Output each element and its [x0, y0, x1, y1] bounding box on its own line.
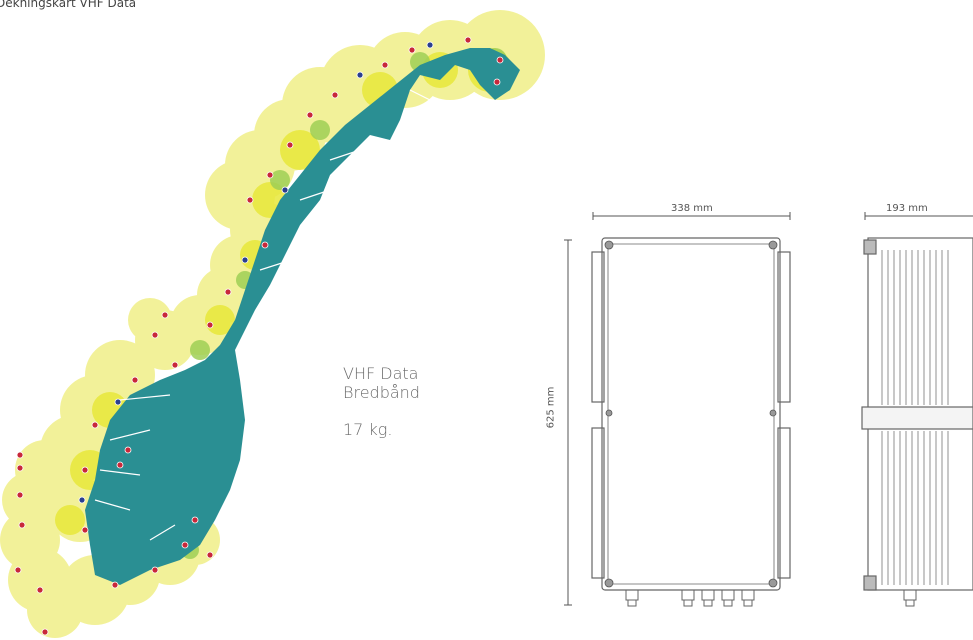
front-view	[591, 237, 791, 591]
side-view-fins	[881, 250, 949, 585]
front-view-bolts	[604, 240, 778, 588]
front-view-connectors	[625, 589, 755, 607]
product-info: VHF Data Bredbånd 17 kg.	[343, 364, 420, 439]
map-title: Dekningskart VHF Data	[0, 0, 137, 10]
width-dimension-line	[592, 212, 791, 220]
product-weight: 17 kg.	[343, 420, 393, 439]
depth-dimension-line	[864, 212, 973, 220]
side-view	[861, 237, 973, 591]
width-dimension-label: 338 mm	[671, 203, 713, 214]
height-dimension-line	[564, 239, 572, 606]
depth-dimension-label: 193 mm	[886, 203, 928, 214]
product-name-line1: VHF Data	[343, 364, 419, 383]
product-name-line2: Bredbånd	[343, 383, 420, 402]
side-view-connector	[903, 589, 917, 607]
coverage-map	[0, 10, 545, 638]
height-dimension-label: 625 mm	[545, 386, 557, 429]
station-markers	[14, 36, 504, 636]
norway-landmass	[85, 48, 520, 585]
fjords	[94, 89, 431, 541]
